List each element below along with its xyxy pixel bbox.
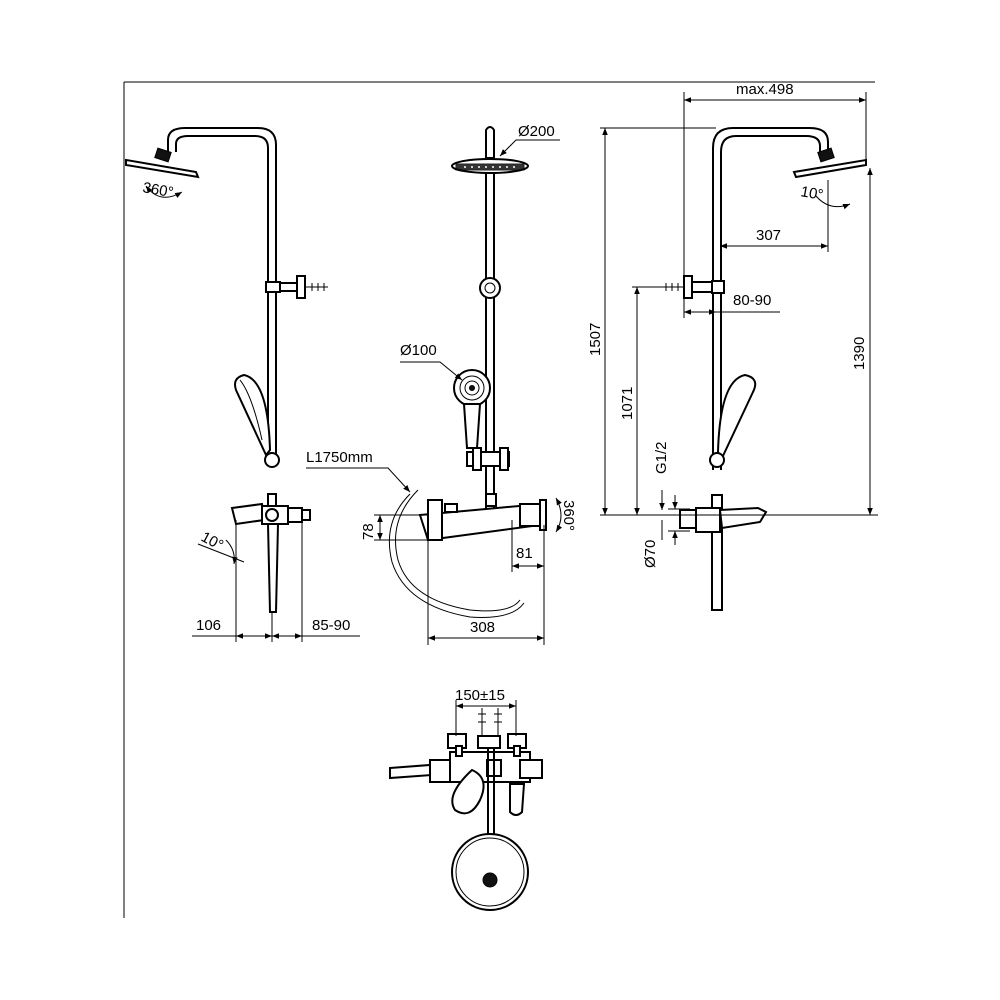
drawing-frame — [123, 81, 875, 918]
center-front-view — [451, 126, 529, 510]
dim-wall-bracket: 80-90 — [733, 292, 771, 309]
dim-head-diameter: Ø200 — [518, 123, 555, 140]
dim-handle-projection: 81 — [516, 545, 533, 562]
dim-head-tilt: 10° — [799, 183, 824, 204]
dim-hose-length: L1750mm — [306, 449, 373, 466]
shower-head-side — [125, 158, 200, 179]
dimension-lines — [192, 92, 878, 736]
mixer-with-hose — [388, 489, 547, 618]
dim-hand-shower-diameter: Ø100 — [400, 342, 437, 359]
dim-outlet-height: 1071 — [619, 387, 636, 420]
dim-mixer-wall-distance: 85-90 — [312, 617, 350, 634]
right-side-view — [660, 127, 867, 611]
dim-rotation-head: 360° — [141, 179, 175, 201]
dim-spout-tilt: 10° — [198, 529, 226, 555]
bottom-top-view — [389, 708, 543, 911]
dim-mixer-length: 308 — [470, 619, 495, 636]
dim-rosette-diameter: Ø70 — [642, 540, 659, 568]
dim-total-height: 1507 — [587, 323, 604, 356]
left-side-view — [125, 127, 328, 468]
shower-head-bottom — [451, 833, 529, 911]
dim-head-height: 1390 — [851, 337, 868, 370]
dim-head-projection: 307 — [756, 227, 781, 244]
dim-centre-distance: 150±15 — [455, 687, 505, 704]
dim-max-width: max.498 — [736, 81, 794, 98]
dim-rotation-spout: 360° — [560, 500, 577, 531]
dim-mixer-height: 78 — [360, 523, 377, 540]
rotation-arc-icon — [145, 185, 183, 198]
dimension-labels: max.498 Ø200 360° 10° 307 80-90 1507 139… — [141, 81, 868, 704]
dim-connection: G1/2 — [653, 441, 670, 474]
dim-spout-projection: 106 — [196, 617, 221, 634]
shower-head-side-right — [792, 158, 867, 179]
mixer-side-left — [230, 493, 311, 613]
